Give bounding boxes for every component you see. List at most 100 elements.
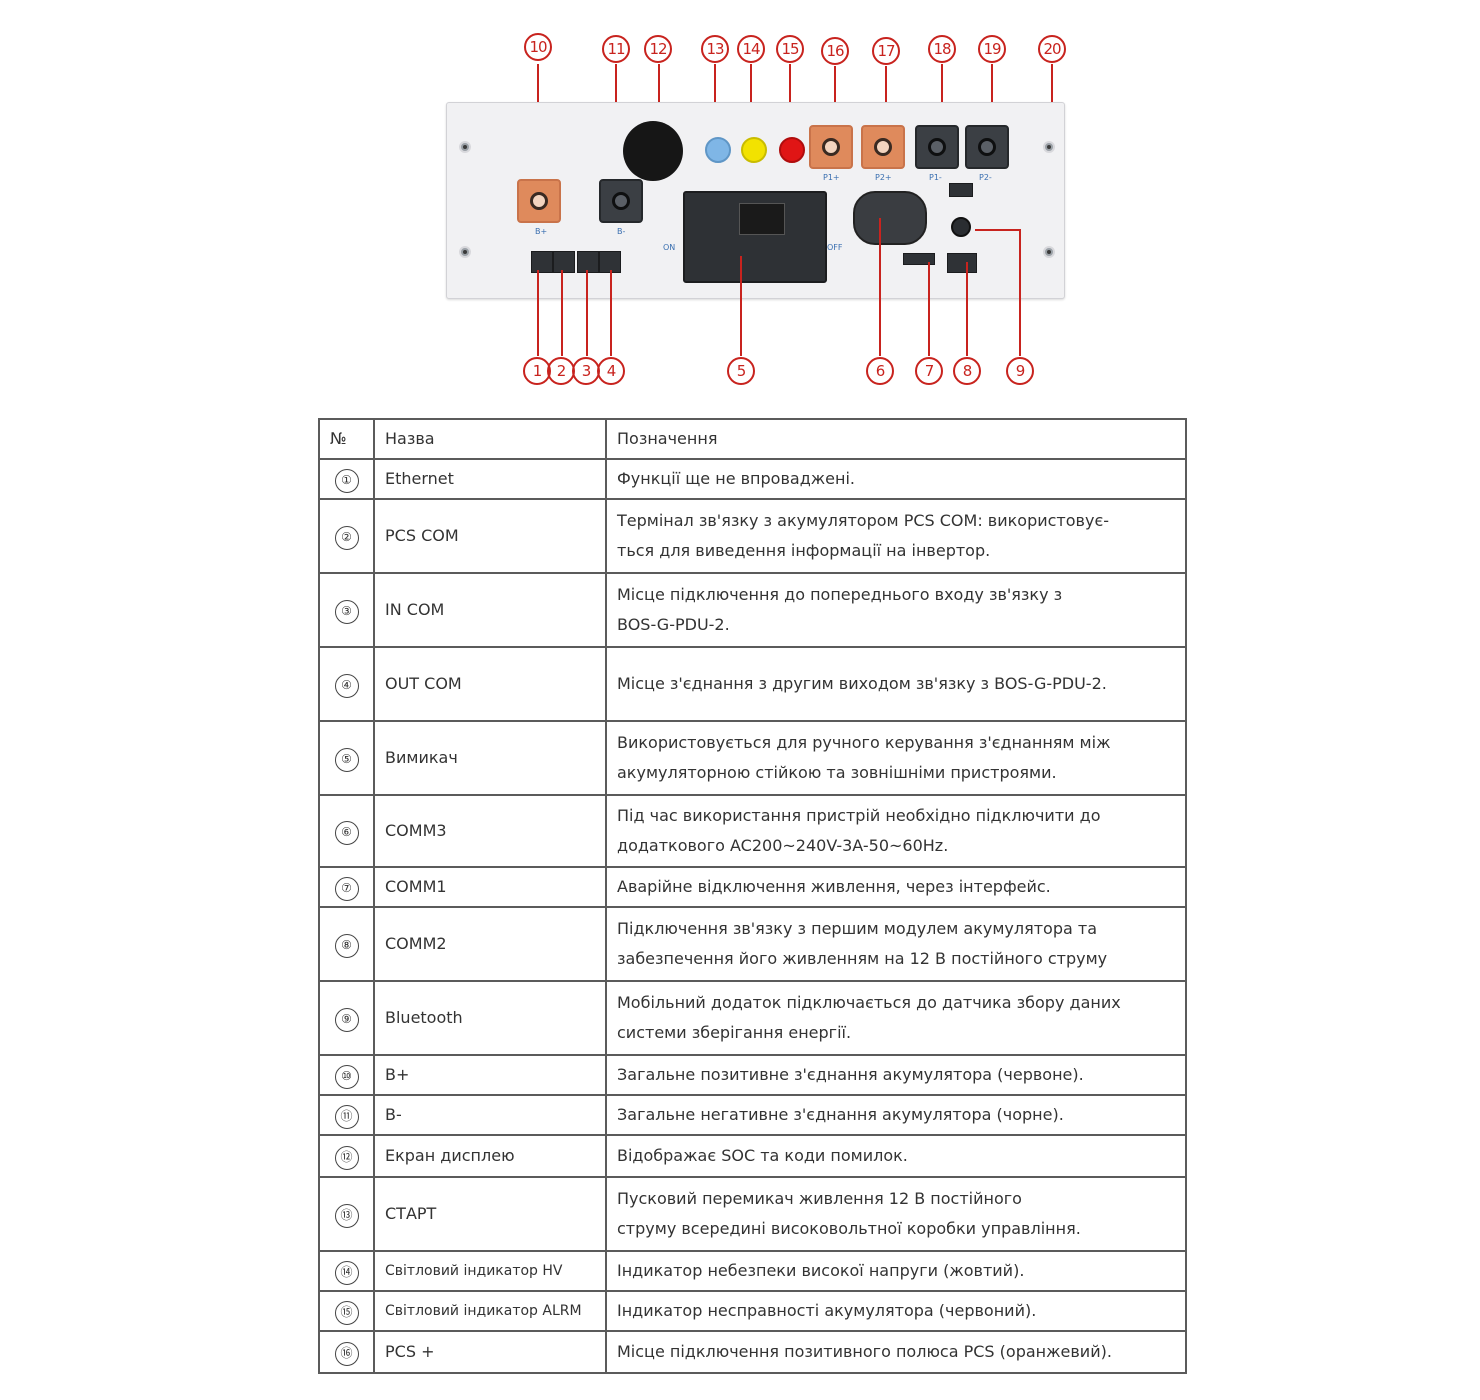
p2-plus-connector[interactable] [861,125,905,169]
callout-17: 17 [866,36,906,65]
row-description: Індикатор несправності акумулятора (черв… [605,1290,1187,1332]
row-name: Світловий індикатор HV [373,1250,607,1292]
row-name: OUT COM [373,646,607,722]
leader-line [561,270,563,356]
description-line: системи зберігання енергії. [617,1023,852,1042]
description-line: Використовується для ручного керування з… [617,733,1111,752]
row-number-badge: ⑤ [334,748,359,772]
table-header-row: № Назва Позначення [318,418,1187,460]
row-number-badge: ② [334,526,359,550]
leader-line [975,229,1021,231]
control-box-diagram: 10 11 12 13 14 15 16 17 18 19 20 B+ B- P… [0,0,1480,400]
row-name: СТАРТ [373,1176,607,1252]
comm2-port[interactable] [947,253,977,273]
header-name: Назва [373,418,607,460]
row-number: ⑧ [318,906,375,982]
aux-port[interactable] [949,183,973,197]
header-number: № [318,418,375,460]
callout-4: 4 [591,356,631,385]
description-line: Відображає SOC та коди помилок. [617,1146,908,1165]
description-line: Мобільний додаток підключається до датчи… [617,993,1121,1012]
callout-15: 15 [770,34,810,63]
header-description: Позначення [605,418,1187,460]
leader-line [941,64,943,126]
start-button[interactable] [705,137,731,163]
callout-8: 8 [947,356,987,385]
row-description: Під час використання пристрій необхідно … [605,794,1187,868]
leader-line [966,262,968,356]
leader-line [537,270,539,356]
in-com-port[interactable] [577,251,599,273]
row-number: ⑯ [318,1330,375,1374]
description-line: Загальне негативне з'єднання акумулятора… [617,1105,1064,1124]
leader-line [834,66,836,126]
row-number-badge: ④ [334,674,359,698]
callout-13: 13 [695,34,735,63]
p1-minus-connector[interactable] [915,125,959,169]
description-line: Місце підключення позитивного полюса PCS… [617,1342,1112,1361]
leader-line [879,218,881,356]
description-line: Пусковий перемикач живлення 12 В постійн… [617,1189,1022,1208]
row-description: Відображає SOC та коди помилок. [605,1134,1187,1178]
hv-led-indicator [741,137,767,163]
callout-16: 16 [815,36,855,65]
b-plus-label: B+ [535,227,548,236]
leader-line [885,66,887,126]
bluetooth-antenna [951,217,971,237]
row-description: Мобільний додаток підключається до датчи… [605,980,1187,1056]
row-number-badge: ⑮ [334,1301,359,1325]
row-number: ⑤ [318,720,375,796]
row-name: PCS + [373,1330,607,1374]
row-number: ⑦ [318,866,375,908]
row-number: ⑪ [318,1094,375,1136]
p1-plus-connector[interactable] [809,125,853,169]
callout-11: 11 [596,34,636,63]
pcs-com-port[interactable] [553,251,575,273]
row-description: Функції ще не впроваджені. [605,458,1187,500]
row-number-badge: ⑥ [334,821,359,845]
callout-5: 5 [721,356,761,385]
b-minus-connector[interactable] [599,179,643,223]
row-description: Пусковий перемикач живлення 12 В постійн… [605,1176,1187,1252]
comm3-power-socket[interactable] [853,191,927,245]
row-number: ⑮ [318,1290,375,1332]
leader-line [586,270,588,356]
row-name: B+ [373,1054,607,1096]
description-line: Місце підключення до попереднього входу … [617,585,1063,604]
description-line: Термінал зв'язку з акумулятором PCS COM:… [617,511,1109,530]
p2-minus-connector[interactable] [965,125,1009,169]
comm1-port[interactable] [903,253,935,265]
leader-line [750,64,752,134]
breaker-off-label: OFF [827,243,843,252]
p1-plus-label: P1+ [823,173,840,182]
leader-line [1019,230,1021,356]
callout-10: 10 [518,32,558,61]
row-name: COMM2 [373,906,607,982]
b-plus-connector[interactable] [517,179,561,223]
callout-19: 19 [972,34,1012,63]
breaker-switch[interactable] [683,191,827,283]
description-line: Підключення зв'язку з першим модулем аку… [617,919,1097,938]
leader-line [928,262,930,356]
callout-14: 14 [731,34,771,63]
description-line: Аварійне відключення живлення, через інт… [617,877,1051,896]
leader-line [740,256,742,356]
ethernet-port[interactable] [531,251,553,273]
row-description: Термінал зв'язку з акумулятором PCS COM:… [605,498,1187,574]
description-line: Функції ще не впроваджені. [617,469,856,488]
screw [459,246,471,258]
row-number-badge: ⑫ [334,1146,359,1170]
description-line: ться для виведення інформації на інверто… [617,541,991,560]
breaker-lever[interactable] [739,203,785,235]
row-name: Світловий індикатор ALRM [373,1290,607,1332]
